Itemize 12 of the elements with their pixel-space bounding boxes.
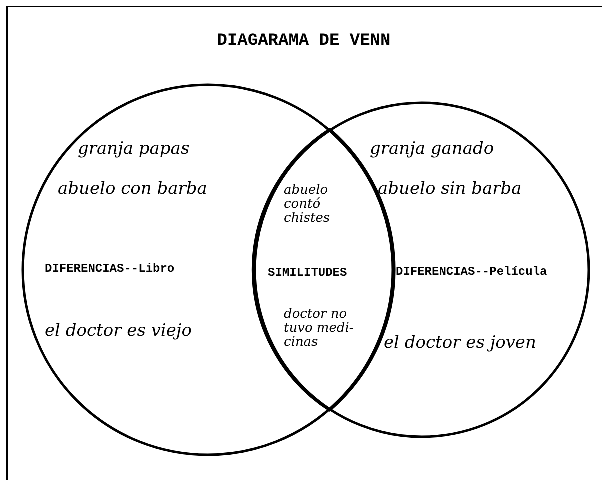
section-heading: SIMILITUDES (268, 266, 348, 280)
handwritten-note: granja papas (78, 140, 191, 159)
section-heading: DIFERENCIAS--Libro (45, 262, 176, 276)
diagram-title: DIAGARAMA DE VENN (216, 32, 392, 51)
handwritten-note: granja ganado (370, 140, 496, 159)
handwritten-note: el doctor es viejo (45, 322, 193, 341)
section-heading: DIFERENCIAS--Película (396, 265, 548, 279)
handwritten-note: el doctor es joven (384, 334, 538, 353)
handwritten-note: doctor no tuvo medi- cinas (284, 308, 355, 350)
handwritten-note: abuelo contó chistes (284, 184, 332, 226)
handwritten-note: abuelo con barba (58, 180, 208, 199)
handwritten-note: abuelo sin barba (378, 180, 523, 199)
